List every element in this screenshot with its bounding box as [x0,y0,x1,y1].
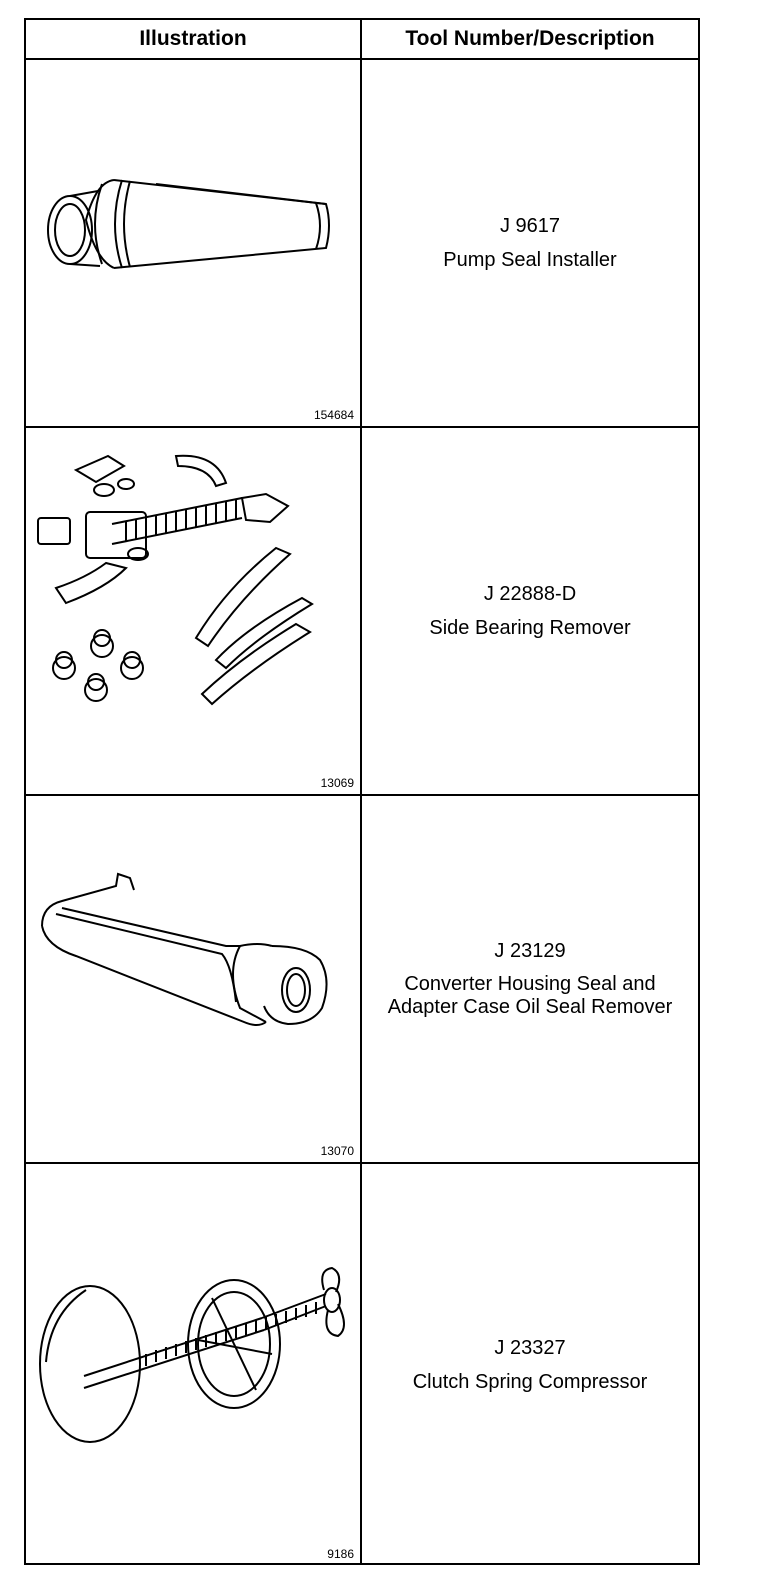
column-divider [360,20,362,1563]
tool-description-cell: J 23129 Converter Housing Seal and Adapt… [362,796,698,1162]
tool-description-cell: J 23327 Clutch Spring Compressor [362,1164,698,1565]
illustration-cell: 154684 [26,60,360,426]
clutch-spring-compressor-icon [39,1266,345,1443]
table-row: 9186 J 23327 Clutch Spring Compressor [26,1164,698,1565]
seal-remover-icon [41,872,328,1026]
tool-number: J 23129 [494,940,566,962]
figure-number: 13069 [320,776,354,790]
illustration-cell: 13070 [26,796,360,1162]
tool-name: Pump Seal Installer [443,249,617,271]
figure-number: 13070 [320,1144,354,1158]
header-tool-description: Tool Number/Description [405,27,655,50]
table-row: 154684 J 9617 Pump Seal Installer [26,60,698,428]
header-illustration: Illustration [139,27,247,50]
tool-table: Illustration Tool Number/Description [24,18,700,1565]
tool-description-cell: J 9617 Pump Seal Installer [362,60,698,426]
table-row: 13070 J 23129 Converter Housing Seal and… [26,796,698,1164]
side-bearing-remover-icon [37,454,314,706]
illustration-cell: 13069 [26,428,360,794]
tool-number: J 22888-D [483,583,577,605]
tool-description-cell: J 22888-D Side Bearing Remover [362,428,698,794]
table-row: 13069 J 22888-D Side Bearing Remover [26,428,698,796]
figure-number: 154684 [313,408,354,422]
table-header: Illustration Tool Number/Description [26,20,698,60]
tool-name: Clutch Spring Compressor [412,1370,648,1393]
tool-name: Side Bearing Remover [429,617,631,639]
figure-number: 9186 [327,1547,354,1561]
tool-number: J 23327 [494,1336,566,1359]
tool-number: J 9617 [499,215,561,237]
illustration-cell: 9186 [26,1164,360,1565]
tool-name: Converter Housing Seal and Adapter Case … [387,973,673,1018]
pump-seal-installer-icon [47,179,330,269]
